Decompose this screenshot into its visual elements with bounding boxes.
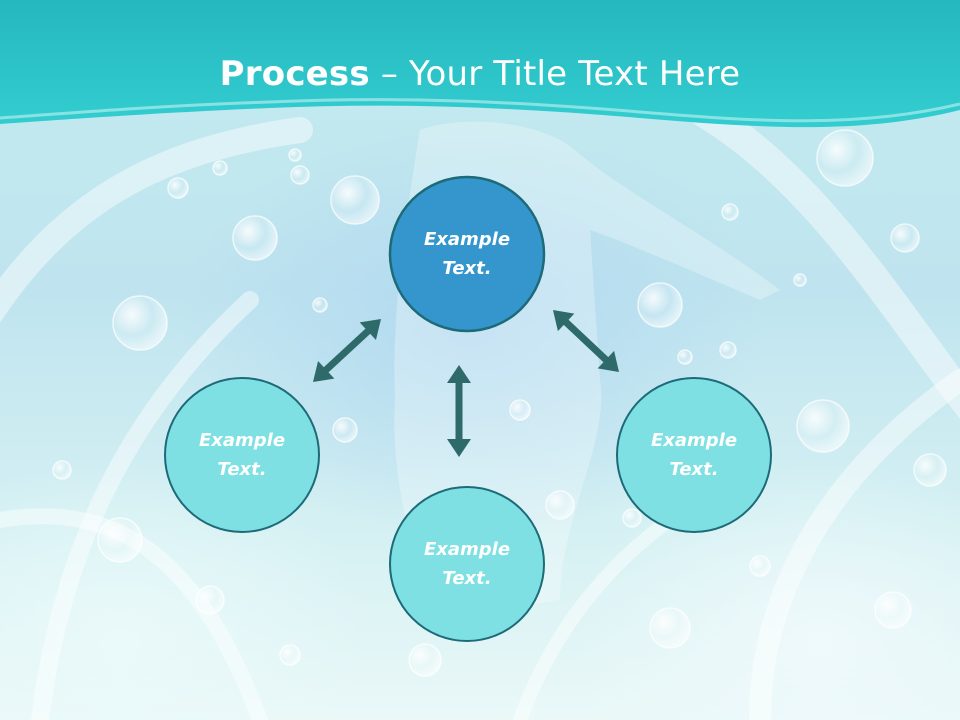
background-bubbles — [52, 129, 947, 677]
node-right-line1: Example — [650, 430, 738, 451]
title-band — [0, 0, 960, 128]
title-band-shape — [0, 0, 960, 128]
node-center-line1: Example — [423, 229, 511, 250]
node-bottom-line2: Text. — [442, 568, 492, 589]
arrowhead-start — [359, 319, 381, 341]
connector-arrows — [313, 310, 619, 457]
title-separator: – — [369, 54, 410, 94]
arrowhead-end — [313, 360, 335, 382]
node-right-line2: Text. — [669, 459, 719, 480]
connector-center-left — [313, 319, 381, 382]
node-center-line2: Text. — [442, 258, 492, 279]
connector-shaft — [560, 317, 612, 365]
node-center-circle — [388, 175, 546, 333]
connector-center-right — [553, 310, 619, 372]
node-bottom-label: Example Text. — [392, 535, 542, 593]
node-bottom-line1: Example — [423, 539, 511, 560]
arrowhead-end — [597, 350, 619, 372]
arrowhead-start — [553, 310, 575, 332]
connector-shaft — [320, 325, 374, 376]
node-left-line2: Text. — [217, 459, 267, 480]
node-bottom-circle — [389, 486, 545, 642]
connector-center-bottom — [447, 365, 471, 457]
title-band-highlight — [0, 98, 960, 123]
node-right-circle — [616, 377, 772, 533]
arrowhead-start — [447, 365, 471, 383]
node-left-label: Example Text. — [167, 426, 317, 484]
node-right-label: Example Text. — [619, 426, 769, 484]
node-left-circle — [164, 377, 320, 533]
title-strong: Process — [219, 54, 370, 94]
node-left-line1: Example — [198, 430, 286, 451]
diagram-nodes — [164, 175, 772, 642]
title-rest: Your Title Text Here — [409, 54, 741, 94]
page-title: Process – Your Title Text Here — [0, 52, 960, 96]
background-ribbons — [0, 95, 960, 720]
arrowhead-end — [447, 439, 471, 457]
node-center-label: Example Text. — [392, 225, 542, 283]
